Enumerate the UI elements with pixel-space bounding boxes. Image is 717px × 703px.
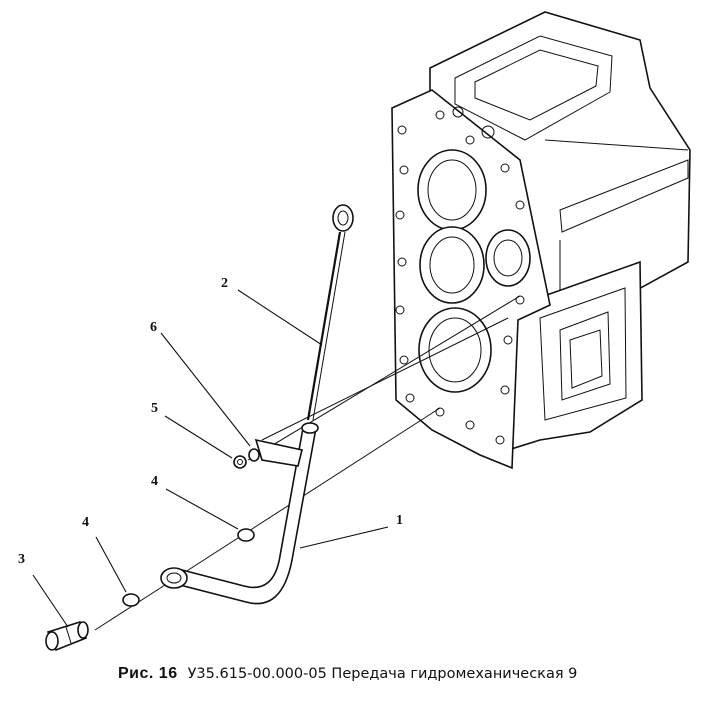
callout-5: 5 xyxy=(151,401,158,416)
figure-title: У35.615-00.000-05 Передача гидромеханиче… xyxy=(187,666,578,682)
figure-caption: Рис. 16 У35.615-00.000-05 Передача гидром… xyxy=(118,663,577,683)
sealing-ring-upper xyxy=(237,528,255,542)
callout-1: 1 xyxy=(396,513,403,528)
leader-1 xyxy=(299,526,389,549)
leader-2 xyxy=(237,289,323,346)
transmission-housing xyxy=(391,11,691,470)
housing-bores xyxy=(417,149,531,393)
leader-6 xyxy=(160,332,251,447)
figure-number: Рис. 16 xyxy=(118,665,178,682)
callout-4-lower: 4 xyxy=(82,515,89,530)
dipstick xyxy=(306,204,354,421)
leader-5 xyxy=(164,415,233,459)
fitting-plug xyxy=(45,621,89,652)
oil-tube xyxy=(160,422,319,605)
leader-4b xyxy=(95,536,127,593)
callout-6: 6 xyxy=(150,320,157,335)
callout-3: 3 xyxy=(18,552,25,567)
leader-3 xyxy=(32,574,69,628)
leader-4a xyxy=(165,488,239,530)
callout-2: 2 xyxy=(221,276,228,291)
callout-4-upper: 4 xyxy=(151,474,158,489)
sealing-ring-lower xyxy=(122,593,140,607)
nut-and-washer xyxy=(233,448,260,469)
